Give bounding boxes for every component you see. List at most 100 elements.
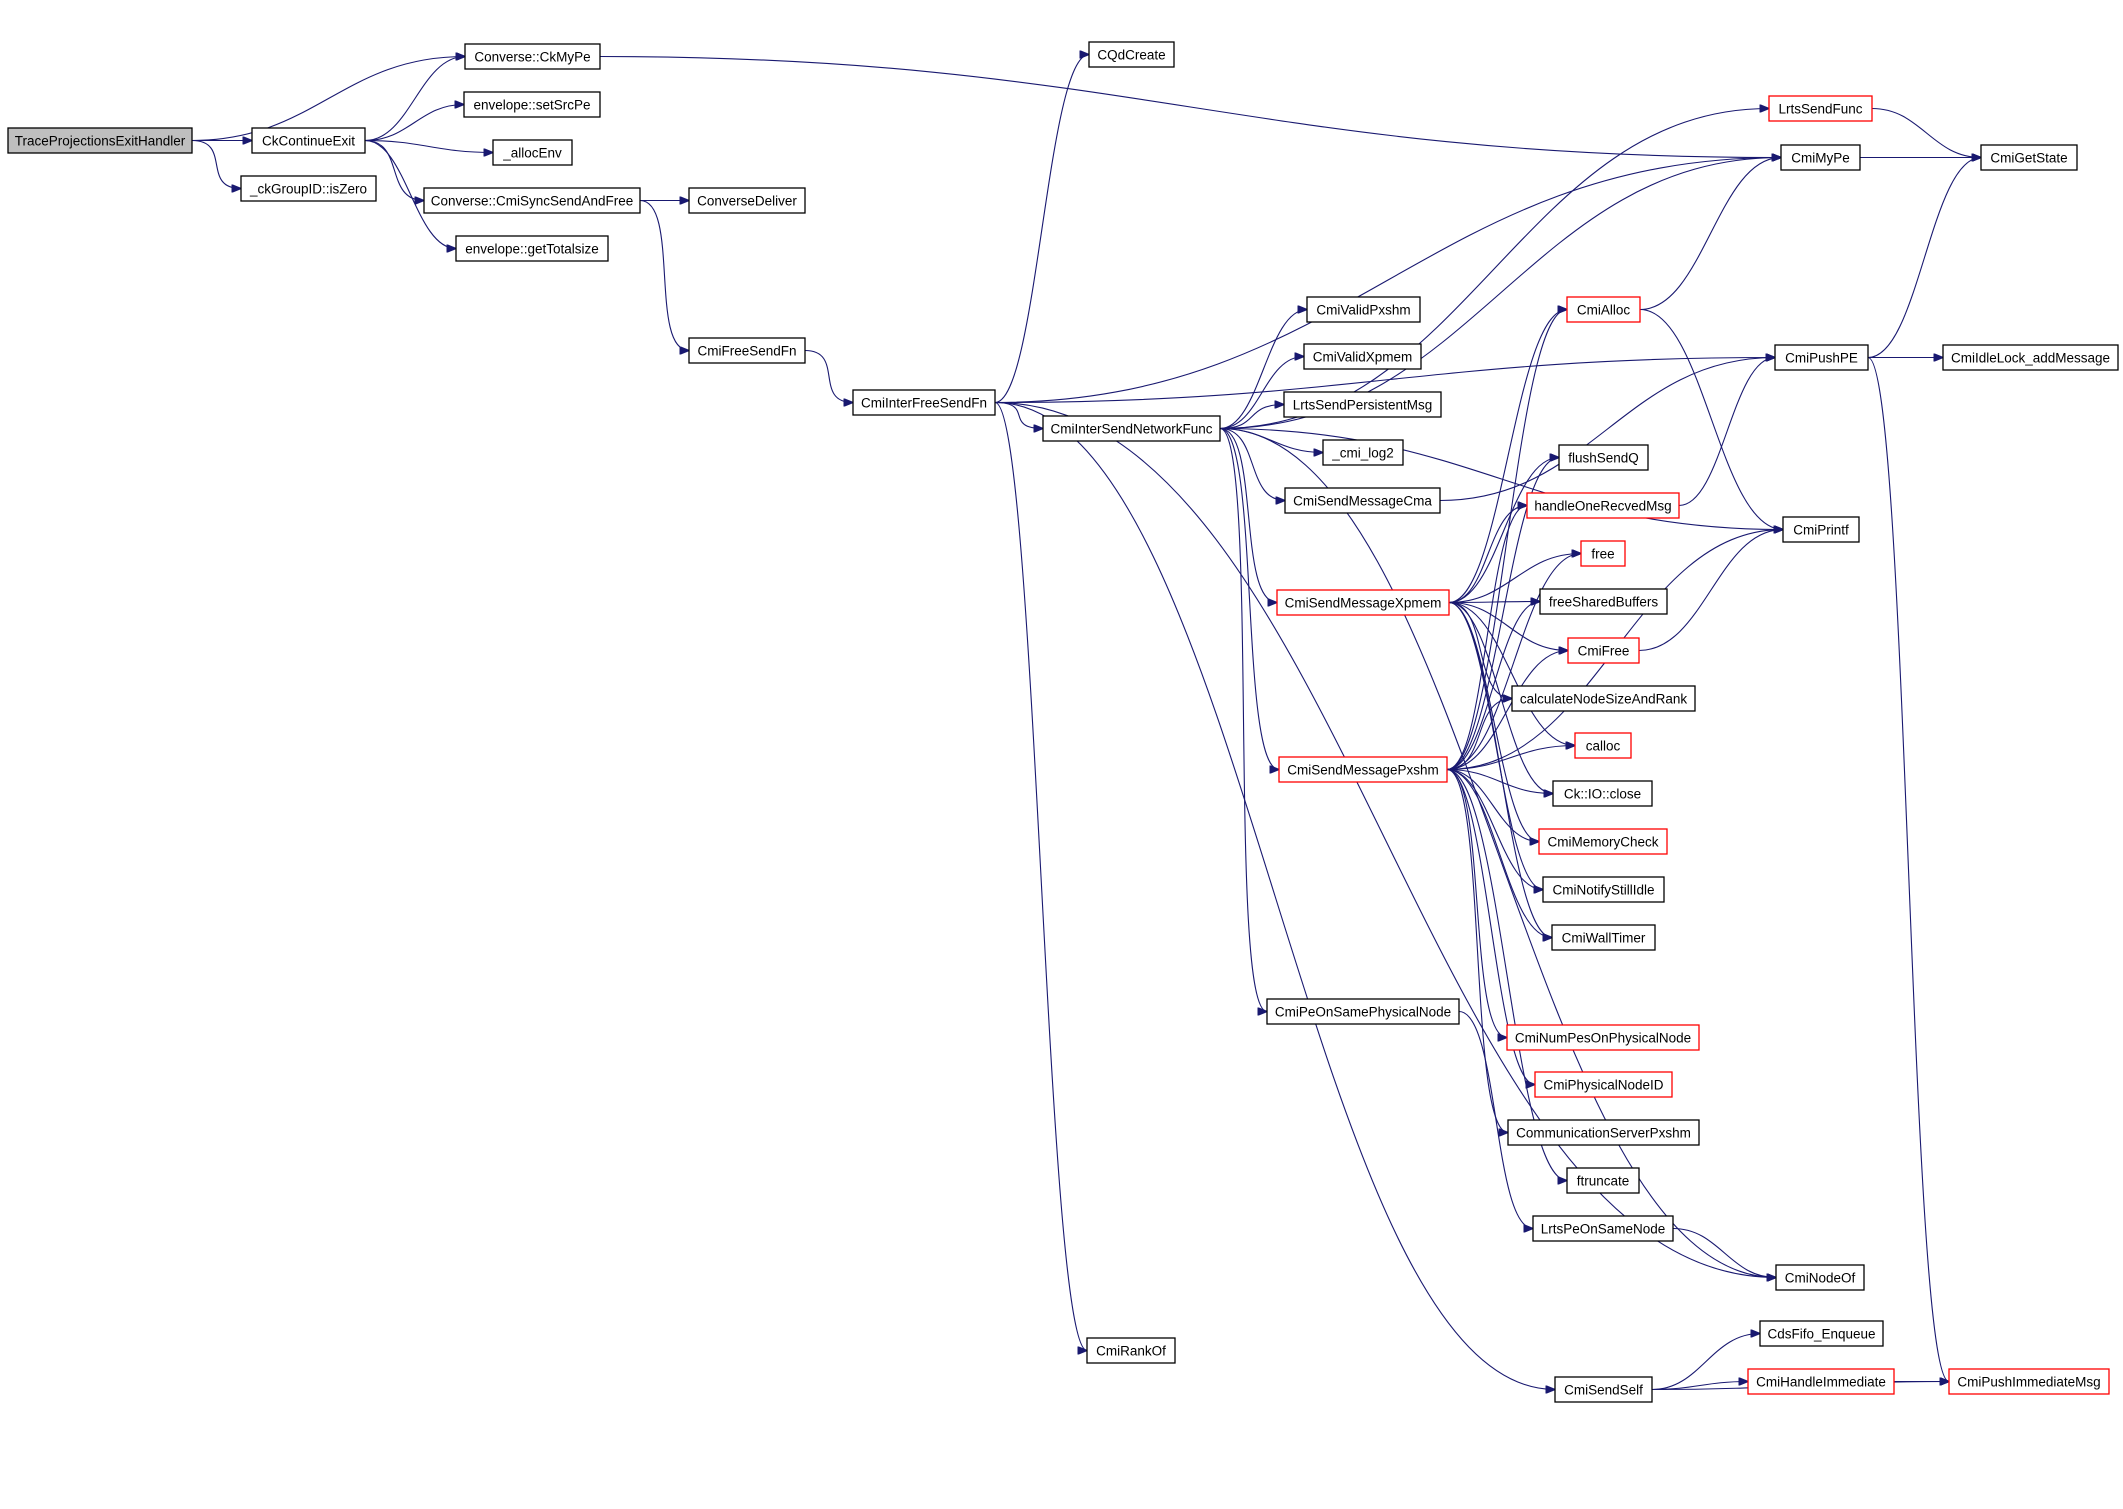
node-envelope-setsrcpe[interactable]: envelope::setSrcPe [463, 91, 601, 118]
node-box[interactable] [1942, 344, 2119, 371]
node-cmipushpe[interactable]: CmiPushPE [1774, 344, 1869, 371]
node-box[interactable] [1768, 95, 1873, 122]
node-cmisendself[interactable]: CmiSendSelf [1554, 1376, 1653, 1403]
node-box[interactable] [1303, 343, 1422, 370]
node-cmisendmessagecma[interactable]: CmiSendMessageCma [1284, 487, 1441, 514]
node-lrtssendpersistentmsg[interactable]: LrtsSendPersistentMsg [1283, 391, 1442, 418]
node-cminotifystillidle[interactable]: CmiNotifyStillIdle [1542, 876, 1665, 903]
node-box[interactable] [688, 187, 806, 214]
node-cmipeonsamephysicalnode[interactable]: CmiPeOnSamePhysicalNode [1266, 998, 1460, 1025]
node-box[interactable] [1532, 1215, 1674, 1242]
node-cmimemorycheck[interactable]: CmiMemoryCheck [1538, 828, 1668, 855]
node-cmivalidpxshm[interactable]: CmiValidPxshm [1306, 296, 1421, 323]
node-cmiidlelock-addmessage[interactable]: CmiIdleLock_addMessage [1942, 344, 2119, 371]
node-cmiinterfreesendfn[interactable]: CmiInterFreeSendFn [852, 389, 996, 416]
node-box[interactable] [1306, 296, 1421, 323]
node-box[interactable] [1774, 344, 1869, 371]
node-box[interactable] [492, 139, 573, 166]
node-cmi-log2[interactable]: _cmi_log2 [1322, 439, 1404, 466]
node-box[interactable] [1782, 516, 1860, 543]
node-freesharedbuffers[interactable]: freeSharedBuffers [1539, 588, 1668, 615]
node-ckcontinueexit[interactable]: CkContinueExit [251, 127, 366, 154]
node-cminodeof[interactable]: CmiNodeOf [1775, 1264, 1865, 1291]
node-box[interactable] [1780, 144, 1861, 171]
node-box[interactable] [423, 187, 641, 214]
node-cmimype[interactable]: CmiMyPe [1780, 144, 1861, 171]
node-box[interactable] [1551, 924, 1656, 951]
node-box[interactable] [1558, 444, 1649, 471]
node-cmisendmessagexpmem[interactable]: CmiSendMessageXpmem [1276, 589, 1450, 616]
node-box[interactable] [1266, 998, 1460, 1025]
node-box[interactable] [1567, 637, 1640, 664]
node-calculatenodesizeandrank[interactable]: calculateNodeSizeAndRank [1511, 685, 1696, 712]
node-allocenv[interactable]: _allocEnv [492, 139, 573, 166]
node-box[interactable] [852, 389, 996, 416]
node-cminumpesonphysicalnode[interactable]: CmiNumPesOnPhysicalNode [1506, 1024, 1700, 1051]
node-calloc[interactable]: calloc [1574, 732, 1632, 759]
node-cmirankof[interactable]: CmiRankOf [1086, 1337, 1176, 1364]
node-lrtspeonsamenode[interactable]: LrtsPeOnSameNode [1532, 1215, 1674, 1242]
node-envelope-gettotalsize[interactable]: envelope::getTotalsize [455, 235, 609, 262]
node-box[interactable] [1507, 1119, 1700, 1146]
node-lrtssendfunc[interactable]: LrtsSendFunc [1768, 95, 1873, 122]
node-cmifree[interactable]: CmiFree [1567, 637, 1640, 664]
node-box[interactable] [1042, 415, 1221, 442]
node-conversedeliver[interactable]: ConverseDeliver [688, 187, 806, 214]
node-box[interactable] [1747, 1368, 1895, 1395]
node-box[interactable] [1539, 588, 1668, 615]
node-box[interactable] [1554, 1376, 1653, 1403]
node-box[interactable] [1775, 1264, 1865, 1291]
node-box[interactable] [1980, 144, 2078, 171]
node-box[interactable] [1284, 487, 1441, 514]
node-box[interactable] [1542, 876, 1665, 903]
node-box[interactable] [1538, 828, 1668, 855]
node-ckgroupid-iszero[interactable]: _ckGroupID::isZero [240, 175, 377, 202]
node-cmiprintf[interactable]: CmiPrintf [1782, 516, 1860, 543]
node-cdsfifo-enqueue[interactable]: CdsFifo_Enqueue [1759, 1320, 1884, 1347]
node-box[interactable] [1580, 540, 1626, 567]
node-box[interactable] [1511, 685, 1696, 712]
node-box[interactable] [1322, 439, 1404, 466]
node-box[interactable] [1526, 492, 1680, 519]
node-box[interactable] [1574, 732, 1632, 759]
node-flushsendq[interactable]: flushSendQ [1558, 444, 1649, 471]
node-box[interactable] [1088, 41, 1175, 68]
node-cmigetstate[interactable]: CmiGetState [1980, 144, 2078, 171]
node-box[interactable] [1086, 1337, 1176, 1364]
node-box[interactable] [463, 91, 601, 118]
node-free[interactable]: free [1580, 540, 1626, 567]
node-cmifreesendfn[interactable]: CmiFreeSendFn [688, 337, 806, 364]
node-box[interactable] [1948, 1368, 2110, 1395]
node-cmivalidxpmem[interactable]: CmiValidXpmem [1303, 343, 1422, 370]
node-traceprojectionsexithandler[interactable]: TraceProjectionsExitHandler [7, 127, 193, 154]
node-box[interactable] [7, 127, 193, 154]
node-box[interactable] [1278, 756, 1448, 783]
node-cmihandleimmediate[interactable]: CmiHandleImmediate [1747, 1368, 1895, 1395]
node-box[interactable] [1759, 1320, 1884, 1347]
node-box[interactable] [240, 175, 377, 202]
node-box[interactable] [1276, 589, 1450, 616]
node-converse-cmisyncsendandfree[interactable]: Converse::CmiSyncSendAndFree [423, 187, 641, 214]
node-ftruncate[interactable]: ftruncate [1566, 1167, 1640, 1194]
node-cmiwalltimer[interactable]: CmiWallTimer [1551, 924, 1656, 951]
node-box[interactable] [1283, 391, 1442, 418]
node-communicationserverpxshm[interactable]: CommunicationServerPxshm [1507, 1119, 1700, 1146]
node-cmiphysicalnodeid[interactable]: CmiPhysicalNodeID [1534, 1071, 1673, 1098]
node-box[interactable] [1566, 296, 1641, 323]
node-box[interactable] [1506, 1024, 1700, 1051]
node-box[interactable] [1534, 1071, 1673, 1098]
node-cmiintersendnetworkfunc[interactable]: CmiInterSendNetworkFunc [1042, 415, 1221, 442]
node-box[interactable] [1552, 780, 1653, 807]
node-box[interactable] [1566, 1167, 1640, 1194]
node-cmisendmessagepxshm[interactable]: CmiSendMessagePxshm [1278, 756, 1448, 783]
node-box[interactable] [688, 337, 806, 364]
node-cmialloc[interactable]: CmiAlloc [1566, 296, 1641, 323]
node-box[interactable] [455, 235, 609, 262]
node-converse-ckmype[interactable]: Converse::CkMyPe [464, 43, 601, 70]
node-box[interactable] [464, 43, 601, 70]
node-ck-io-close[interactable]: Ck::IO::close [1552, 780, 1653, 807]
node-cmipushimmediatemsg[interactable]: CmiPushImmediateMsg [1948, 1368, 2110, 1395]
node-cqdcreate[interactable]: CQdCreate [1088, 41, 1175, 68]
node-box[interactable] [251, 127, 366, 154]
node-handleonerecvedmsg[interactable]: handleOneRecvedMsg [1526, 492, 1680, 519]
